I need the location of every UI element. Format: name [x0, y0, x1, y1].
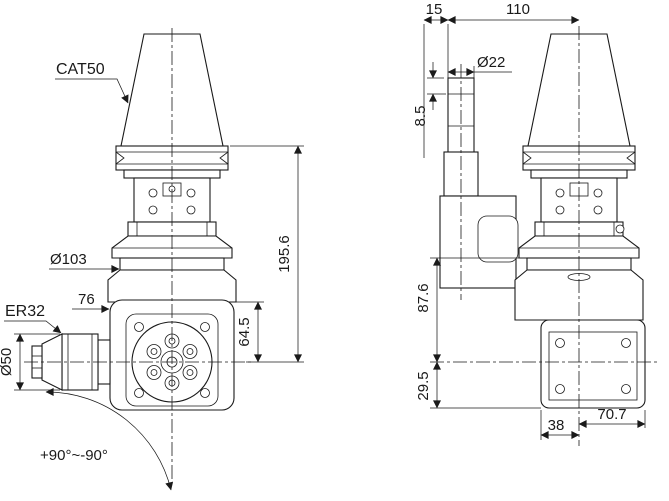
swivel-arc — [45, 387, 174, 491]
dim-pin-dia-text: Ø22 — [477, 54, 505, 71]
dim-flange-dia-text: Ø103 — [50, 251, 87, 268]
dim-upper-height: 87.6 — [415, 257, 519, 363]
label-cat50: CAT50 — [55, 61, 129, 104]
dim-top-width: 110 — [447, 1, 580, 24]
dim-collet-dia: Ø50 — [0, 333, 60, 391]
dim-body-width-text: 76 — [78, 291, 95, 308]
label-er32: ER32 — [4, 303, 62, 334]
dim-lower-height: 29.5 — [415, 361, 541, 409]
torque-arm — [439, 195, 519, 289]
dim-bottom-right: 70.7 — [578, 406, 646, 428]
dim-axis-height: 64.5 — [236, 301, 304, 363]
dim-lower-height-text: 29.5 — [415, 371, 432, 400]
dim-collet-dia-text: Ø50 — [0, 348, 15, 376]
upper-housing-side — [514, 269, 644, 321]
dim-top-offset-text: 15 — [426, 1, 443, 18]
dim-overall-height-text: 195.6 — [276, 235, 293, 273]
dim-upper-height-text: 87.6 — [415, 283, 432, 312]
dim-bottom-left-text: 38 — [548, 417, 565, 434]
er32-label-text: ER32 — [5, 303, 45, 320]
dim-bottom-right-text: 70.7 — [597, 406, 626, 423]
dim-swivel-range: +90°~-90° — [40, 447, 108, 464]
swivel-range-text: +90°~-90° — [40, 447, 108, 464]
dim-flange-dia: Ø103 — [49, 251, 120, 273]
dim-pin-step: 8.5 — [412, 62, 446, 126]
head-body-side — [540, 319, 646, 409]
dim-overall-height: 195.6 — [230, 145, 304, 363]
cat50-label-text: CAT50 — [56, 61, 105, 78]
stop-pin — [443, 77, 479, 197]
dim-pin-step-text: 8.5 — [412, 106, 429, 127]
dim-pin-dia: Ø22 — [447, 54, 512, 78]
dim-bottom-left: 38 — [540, 410, 580, 440]
dim-body-width: 76 — [72, 291, 110, 313]
front-view: CAT50 ER32 Ø103 76 64.5 195.6 — [0, 28, 304, 491]
dim-axis-height-text: 64.5 — [236, 317, 253, 346]
dim-top-offset: 15 — [423, 1, 449, 158]
dim-top-width-text: 110 — [506, 1, 530, 18]
gauge-ring-side — [534, 221, 625, 237]
centerlines-side — [430, 26, 658, 446]
side-view: 15 110 Ø22 8.5 87.6 29.5 — [412, 1, 658, 446]
